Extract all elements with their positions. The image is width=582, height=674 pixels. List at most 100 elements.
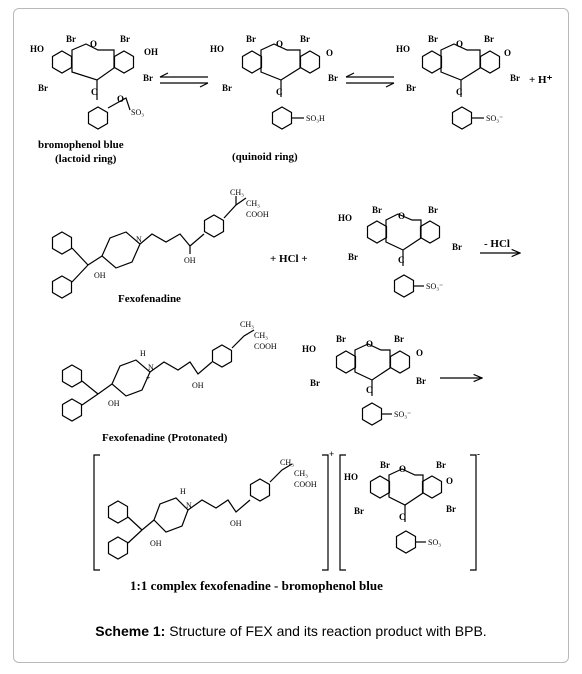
atom-so3: SO₃ [428, 538, 441, 547]
atom-c: C [398, 255, 405, 265]
atom-c: C [91, 87, 98, 97]
complex-anion-bracket: - [339, 449, 480, 571]
bpb-reagent-structure: Br Br HO O Br Br C SO₃⁻ [338, 205, 462, 298]
atom-ho: HO [210, 44, 224, 54]
atom-br: Br [452, 242, 462, 252]
atom-ch3: CH₃ [240, 320, 254, 329]
atom-oh: OH [94, 271, 106, 280]
fexofenadine-label: Fexofenadine [118, 293, 181, 305]
atom-c: C [366, 385, 373, 395]
atom-o: O [117, 94, 124, 104]
atom-so3h: SO₃H [306, 114, 325, 123]
plus-h-label: + H⁺ [529, 74, 553, 86]
atom-o: O [456, 39, 463, 49]
atom-ch3: CH₃ [280, 458, 294, 467]
atom-ho: HO [338, 213, 352, 223]
equilibrium-arrow [345, 72, 395, 88]
bpb-anion-structure: Br Br HO O O Br Br C SO₃⁻ [302, 334, 426, 426]
atom-br: Br [372, 205, 382, 215]
figure-frame [13, 8, 569, 663]
atom-n: N [148, 363, 154, 372]
atom-c: C [399, 512, 406, 522]
atom-br: Br [120, 34, 130, 44]
charge-plus: + [146, 373, 151, 382]
atom-br: Br [66, 34, 76, 44]
bpb-lactoid-structure: Br Br HO OH O Br Br C O SO₃ [30, 34, 158, 130]
atom-br: Br [446, 504, 456, 514]
atom-oh: OH [192, 381, 204, 390]
atom-o: O [276, 39, 283, 49]
atom-o: O [398, 211, 405, 221]
atom-oh: OH [184, 256, 196, 265]
atom-ch3: CH₃ [246, 199, 260, 208]
atom-n: N [136, 235, 142, 244]
atom-cooh: COOH [294, 480, 317, 489]
charge-minus: - [477, 449, 480, 459]
atom-ho: HO [344, 472, 358, 482]
atom-ch3: CH₃ [254, 331, 268, 340]
atom-h: H [140, 349, 146, 358]
atom-n: N [186, 501, 192, 510]
atom-oh: OH [230, 519, 242, 528]
quinoid-label: (quinoid ring) [232, 151, 298, 163]
minus-hcl-label: - HCl [484, 238, 510, 250]
atom-ho: HO [302, 344, 316, 354]
atom-br: Br [428, 205, 438, 215]
plus-hcl-label: + HCl + [270, 253, 308, 265]
atom-so3: SO₃⁻ [394, 410, 411, 419]
caption-text: Structure of FEX and its reaction produc… [165, 623, 487, 639]
atom-br: Br [143, 73, 153, 83]
charge-plus: + [329, 449, 334, 459]
atom-br: Br [328, 73, 338, 83]
bpb-anion-structure: Br Br HO O O Br Br C SO₃⁻ [396, 34, 520, 130]
atom-br: Br [348, 252, 358, 262]
atom-oh: OH [144, 47, 158, 57]
atom-br: Br [394, 334, 404, 344]
atom-br: Br [300, 34, 310, 44]
fexofenadine-protonated-label: Fexofenadine (Protonated) [102, 432, 228, 444]
complex-label: 1:1 complex fexofenadine - bromophenol b… [130, 578, 383, 593]
complex-cation-bracket: + [93, 449, 334, 571]
atom-o: O [446, 476, 453, 486]
atom-ho: HO [396, 44, 410, 54]
atom-br: Br [428, 34, 438, 44]
atom-br: Br [406, 83, 416, 93]
bpb-form-label: (lactoid ring) [55, 153, 117, 165]
atom-br: Br [336, 334, 346, 344]
atom-cooh: COOH [246, 210, 269, 219]
caption-label: Scheme 1: [95, 623, 166, 639]
equilibrium-arrow [159, 72, 209, 88]
atom-br: Br [436, 460, 446, 470]
atom-br: Br [484, 34, 494, 44]
atom-c: C [276, 87, 283, 97]
atom-ch3: CH₃ [230, 188, 244, 197]
atom-br: Br [310, 378, 320, 388]
atom-br: Br [222, 83, 232, 93]
atom-br: Br [246, 34, 256, 44]
atom-o: O [90, 39, 97, 49]
bpb-name-label: bromophenol blue [38, 139, 124, 151]
atom-br: Br [354, 506, 364, 516]
atom-so3: SO₃ [131, 108, 144, 117]
atom-o: O [504, 48, 511, 58]
atom-o: O [366, 339, 373, 349]
atom-oh: OH [150, 539, 162, 548]
atom-ho: HO [30, 44, 44, 54]
atom-o: O [399, 464, 406, 474]
atom-ch3: CH₃ [294, 469, 308, 478]
fexofenadine-structure: N OH OH CH₃ CH₃ COOH [51, 188, 269, 299]
atom-h: H [180, 487, 186, 496]
atom-br: Br [510, 73, 520, 83]
complex-bpb-structure: Br Br HO O O Br Br C SO₃ [344, 460, 456, 554]
fexofenadine-protonated-structure: H N + OH OH CH₃ CH₃ COOH [61, 320, 277, 422]
atom-o: O [416, 348, 423, 358]
atom-br: Br [380, 460, 390, 470]
atom-cooh: COOH [254, 342, 277, 351]
atom-so3: SO₃⁻ [426, 282, 443, 291]
complex-fexofenadine-structure: H N OH OH CH₃ CH₃ COOH [107, 458, 317, 560]
atom-oh: OH [108, 399, 120, 408]
atom-br: Br [416, 376, 426, 386]
bpb-quinoid-structure: Br Br HO O O Br Br C SO₃H [210, 34, 338, 130]
atom-so3: SO₃⁻ [486, 114, 503, 123]
